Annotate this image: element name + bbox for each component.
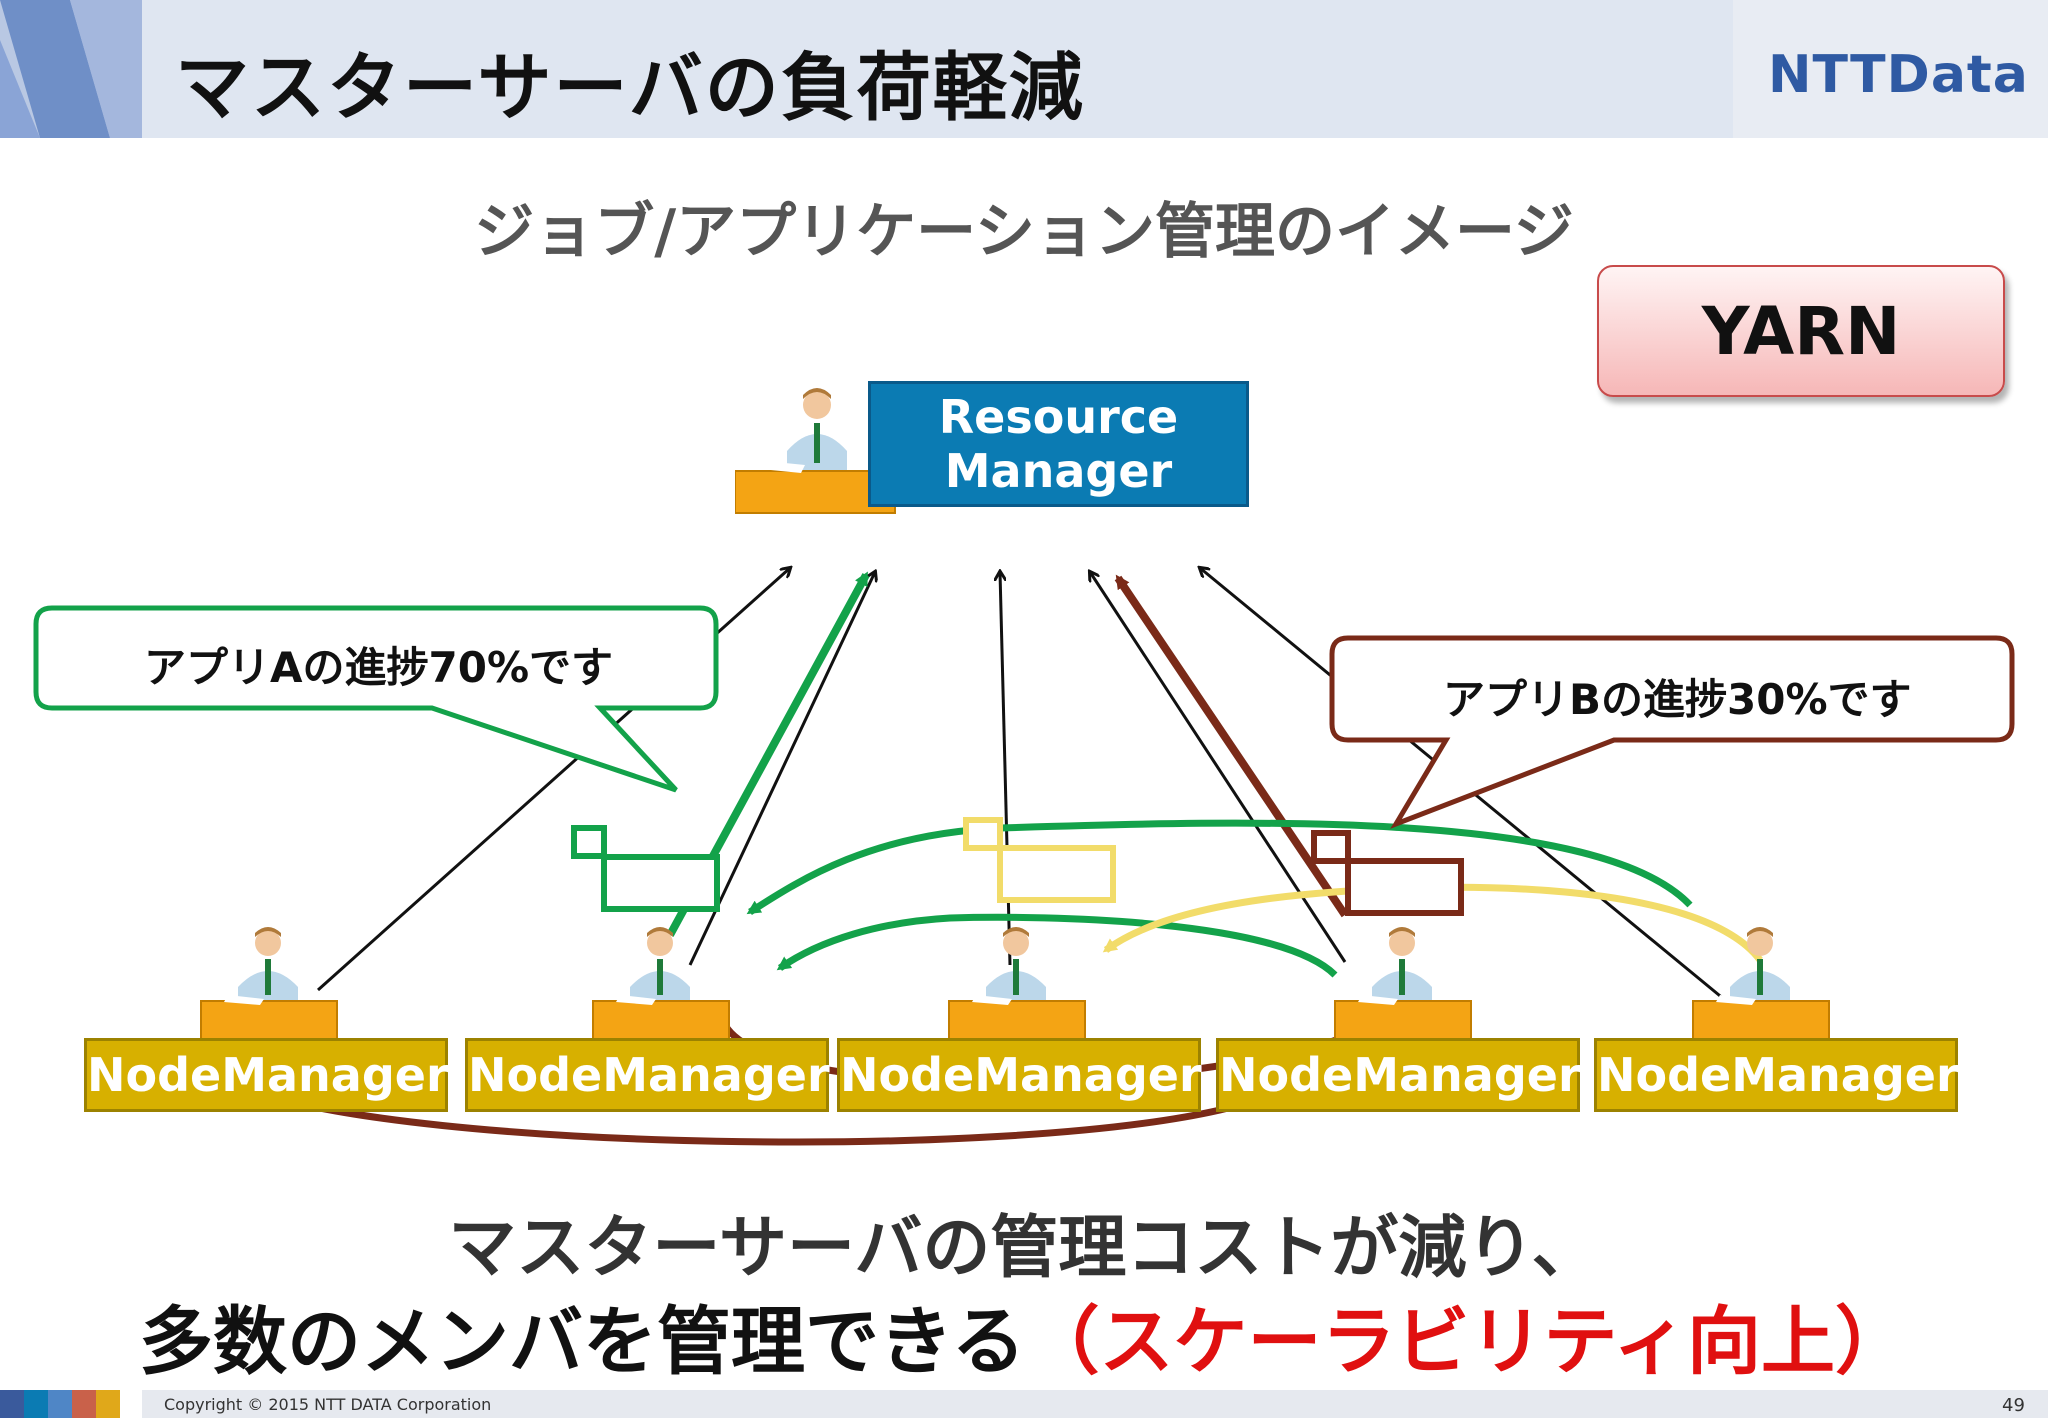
app-c-container-icon (963, 817, 1116, 903)
person-at-desk-icon (948, 927, 1086, 1044)
heartbeat-line-3 (1000, 572, 1012, 966)
conclusion-line-1: マスターサーバの管理コストが減り、 (448, 1209, 1600, 1288)
copyright-text: Copyright © 2015 NTT DATA Corporation (164, 1395, 492, 1414)
bubble-a-text: アプリAの進捗70%です (144, 643, 614, 692)
heartbeat-line-2 (688, 572, 875, 966)
footer-color-swatches (0, 1390, 142, 1418)
node-manager-box-3: NodeManager (837, 1038, 1202, 1112)
node-manager-box-5: NodeManager (1594, 1038, 1959, 1112)
app-a-arc-lower (776, 913, 1338, 978)
node-manager-box-2: NodeManager (465, 1038, 830, 1112)
yarn-badge-label: YARN (1701, 292, 1901, 370)
person-at-desk-icon (200, 927, 338, 1044)
header-logo-area (1733, 0, 2048, 138)
footer-bar (0, 1390, 2048, 1418)
conclusion-line-2: 多数のメンバを管理できる（スケーラビリティ向上） (0, 1282, 2048, 1389)
node-manager-box-4: NodeManager (1216, 1038, 1581, 1112)
person-at-desk-icon (592, 927, 730, 1044)
header-decoration (0, 0, 142, 138)
app-b-progress-arrow (1114, 574, 1349, 918)
app-a-container-icon (571, 825, 720, 912)
resource-manager-label-line1: Resource (938, 390, 1179, 444)
resource-manager-label-line2: Manager (944, 444, 1173, 498)
person-at-desk-icon (1334, 927, 1472, 1044)
conclusion-line-2-main: 多数のメンバを管理できる (138, 1299, 1026, 1385)
bubble-b-shape (1329, 635, 2015, 829)
bubble-b-text: アプリBの進捗30%です (1443, 675, 1912, 724)
company-logo: NTTData (1768, 45, 2029, 105)
header-bar (0, 0, 2048, 138)
bubble-a-shape (33, 605, 719, 793)
app-b-container-icon (1311, 830, 1464, 916)
conclusion-line-2-highlight: （スケーラビリティ向上） (1025, 1299, 1910, 1385)
yarn-badge: YARN (1597, 265, 2005, 397)
resource-manager-box: Resource Manager (868, 381, 1249, 507)
app-a-arc-upper (746, 819, 1693, 915)
node-manager-box-1: NodeManager (84, 1038, 449, 1112)
heartbeat-line-4 (1090, 572, 1347, 963)
person-at-desk-icon (1692, 927, 1830, 1044)
slide-title: マスターサーバの負荷軽減 (175, 45, 1085, 131)
diagram-subtitle: ジョブ/アプリケーション管理のイメージ (474, 197, 1574, 267)
page-number: 49 (2002, 1395, 2025, 1416)
